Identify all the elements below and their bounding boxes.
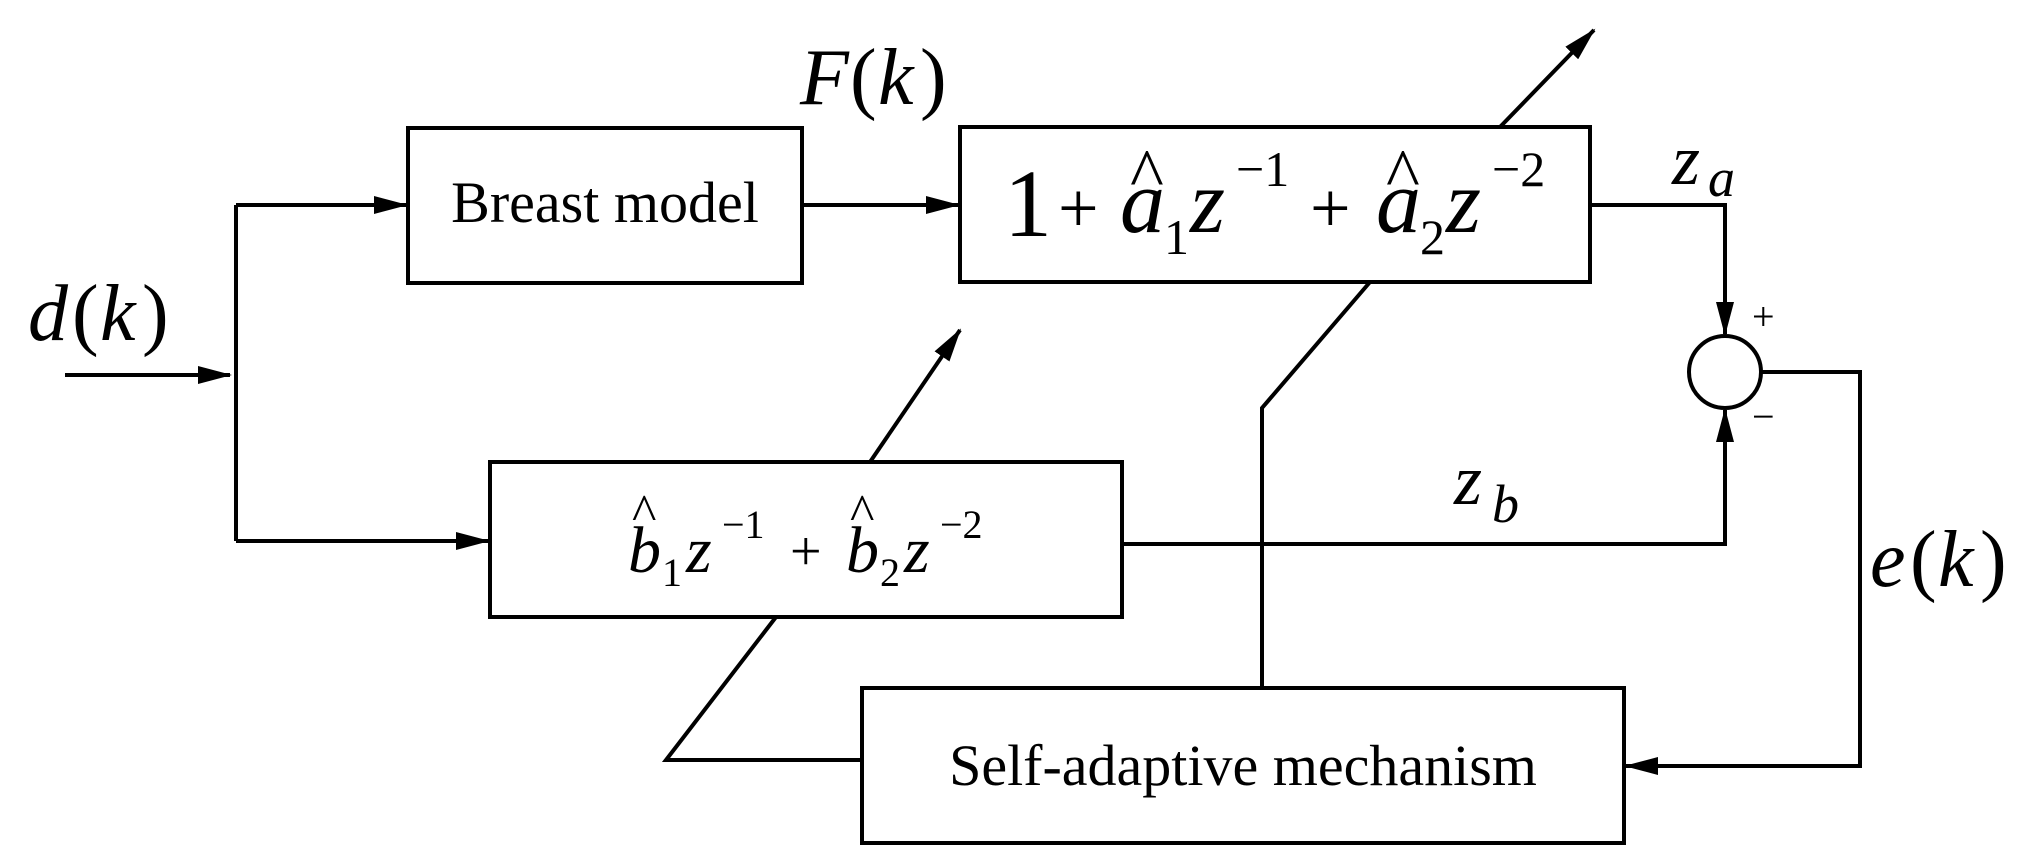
a-filter-block <box>958 125 1592 284</box>
svg-text:+: + <box>790 521 822 583</box>
svg-text:d: d <box>28 270 69 358</box>
svg-text:2: 2 <box>880 550 900 595</box>
svg-text:b: b <box>1492 474 1519 534</box>
adapt-b-arrow <box>868 328 962 464</box>
adapt-a-line <box>1260 280 1372 688</box>
svg-text:z: z <box>685 514 712 587</box>
a-filter-expression: 1 + a ^ 1 z −1 + a ^ 2 z −2 <box>1004 134 1545 265</box>
zb-signal-label: z b <box>1453 440 1519 534</box>
error-signal-label: e ( k ) <box>1870 516 2007 604</box>
svg-text:b: b <box>628 514 661 587</box>
breast-model-label: Breast model <box>451 170 759 235</box>
svg-text:−1: −1 <box>722 502 765 547</box>
zb-wire <box>1122 408 1734 546</box>
svg-text:z: z <box>1671 120 1700 200</box>
svg-text:k: k <box>1938 516 1975 604</box>
svg-text:z: z <box>1188 153 1225 252</box>
svg-text:a: a <box>1120 153 1165 252</box>
svg-text:z: z <box>1453 440 1482 520</box>
adapt-a-arrow <box>1498 28 1596 129</box>
minus-sign: − <box>1752 394 1775 439</box>
svg-text:^: ^ <box>1386 134 1420 214</box>
svg-text:1: 1 <box>662 550 682 595</box>
za-wire <box>1590 203 1734 336</box>
svg-text:1: 1 <box>1164 209 1189 265</box>
svg-text:−2: −2 <box>1492 141 1545 197</box>
error-wire <box>1624 370 1862 775</box>
svg-text:k: k <box>878 34 915 122</box>
force-signal-label: F ( k ) <box>799 34 947 122</box>
b-filter-expression: b ^ 1 z −1 + b ^ 2 z −2 <box>628 485 983 595</box>
svg-text:(: ( <box>850 34 877 122</box>
svg-text:+: + <box>1058 168 1099 248</box>
svg-text:^: ^ <box>850 485 874 542</box>
summing-junction <box>1687 334 1763 410</box>
svg-text:F: F <box>799 34 850 122</box>
svg-text:−1: −1 <box>1236 141 1289 197</box>
svg-text:z: z <box>903 514 930 587</box>
svg-text:k: k <box>100 270 137 358</box>
svg-text:(: ( <box>1910 516 1937 604</box>
svg-text:(: ( <box>72 270 99 358</box>
svg-text:1: 1 <box>1004 150 1052 257</box>
svg-text:b: b <box>846 514 879 587</box>
b-filter-block <box>488 460 1124 619</box>
svg-text:): ) <box>1980 516 2007 604</box>
plus-sign: + <box>1752 294 1775 339</box>
svg-text:z: z <box>1444 153 1481 252</box>
za-signal-label: z a <box>1671 120 1735 208</box>
svg-text:^: ^ <box>632 485 656 542</box>
svg-text:e: e <box>1870 516 1906 604</box>
svg-text:): ) <box>142 270 169 358</box>
svg-text:+: + <box>1310 168 1351 248</box>
self-adaptive-mechanism-block <box>860 686 1626 845</box>
svg-text:^: ^ <box>1130 134 1164 214</box>
svg-text:2: 2 <box>1420 209 1445 265</box>
svg-text:): ) <box>920 34 947 122</box>
svg-text:−2: −2 <box>940 502 983 547</box>
breast-model-block <box>406 126 804 285</box>
svg-text:a: a <box>1708 148 1735 208</box>
svg-text:a: a <box>1376 153 1421 252</box>
input-signal-label: d ( k ) <box>28 270 169 358</box>
self-adaptive-label: Self-adaptive mechanism <box>949 733 1537 798</box>
adapt-b-line <box>661 615 862 762</box>
